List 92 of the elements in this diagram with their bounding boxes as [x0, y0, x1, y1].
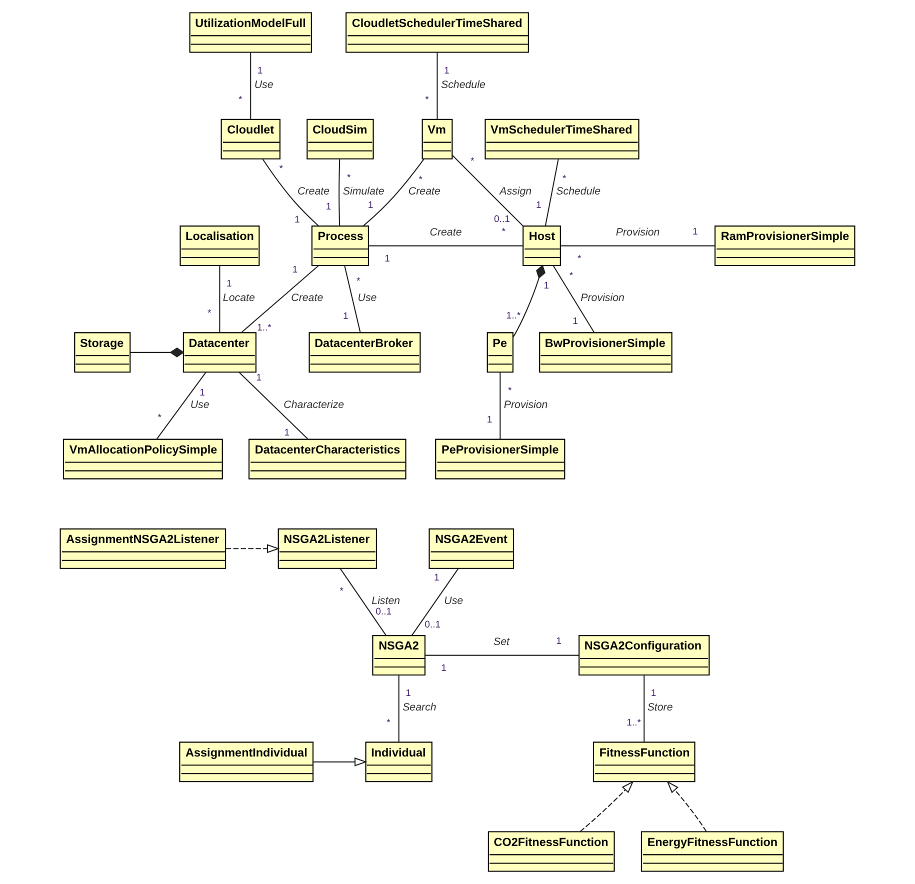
label: 1: [692, 226, 698, 238]
connector: [344, 265, 361, 333]
connector: [552, 265, 595, 333]
connector: [219, 266, 220, 332]
label: 1..*: [626, 717, 642, 728]
label: 1: [572, 316, 578, 327]
label: *: [386, 717, 390, 728]
label: 1: [292, 264, 298, 276]
label: 1: [544, 280, 550, 292]
label: 1: [406, 688, 411, 700]
connector: [644, 675, 645, 742]
label: *: [578, 254, 582, 265]
connector: [452, 154, 524, 226]
label: 1: [368, 200, 374, 212]
edge-label: Simulate: [342, 186, 384, 198]
connector: [250, 52, 252, 120]
label: *: [508, 385, 512, 396]
label: 1: [441, 663, 446, 674]
arrow: [666, 780, 707, 832]
label: 1: [650, 688, 656, 700]
label: 1: [536, 200, 542, 211]
label: 1..*: [257, 322, 272, 334]
label: 1: [444, 65, 450, 76]
edge-label: Schedule: [556, 186, 601, 198]
edge-label: Characterize: [284, 398, 344, 411]
label: *: [347, 172, 351, 184]
label: *: [158, 412, 162, 424]
edge-label: Schedule: [440, 78, 486, 91]
edge-label: Search: [402, 702, 436, 714]
arrow: [313, 757, 368, 766]
edge-label: Provision: [580, 292, 624, 304]
edge-label: Use: [254, 78, 274, 91]
label: *: [562, 174, 566, 185]
edge-label: Use: [358, 292, 377, 304]
label: *: [340, 586, 344, 598]
arrow: [226, 544, 280, 554]
label: 1: [434, 572, 440, 584]
connector: [262, 158, 319, 226]
edge-label: Use: [190, 398, 210, 411]
edge-label: Locate: [222, 292, 255, 304]
label: 1: [556, 636, 562, 648]
edge-label: Assign: [500, 186, 532, 198]
edge-label: Create: [298, 186, 330, 198]
edge-label: Create: [291, 292, 324, 304]
label: 1: [384, 254, 390, 265]
label: 1: [294, 214, 300, 226]
label: 0..1: [376, 606, 392, 618]
connector: [412, 568, 459, 636]
connector: [512, 264, 546, 338]
edge-label: Provision: [504, 398, 548, 411]
edge-label: Create: [408, 186, 440, 198]
label: *: [279, 163, 283, 174]
connector: [156, 372, 206, 440]
connector: [241, 265, 319, 333]
label: 1: [343, 310, 348, 322]
connector: [238, 372, 308, 440]
label: 1: [226, 278, 232, 290]
connector: [338, 159, 340, 226]
connector: [340, 568, 386, 636]
label: *: [502, 226, 506, 238]
connector: [544, 158, 559, 226]
connector: [560, 245, 715, 246]
connector: [398, 675, 400, 742]
label: *: [418, 174, 422, 186]
edge-label: Store: [647, 702, 673, 714]
connector: [130, 348, 184, 358]
label: *: [569, 270, 574, 282]
label: 1: [200, 388, 206, 399]
label: 0..1: [494, 214, 510, 225]
edge-label: Listen: [372, 595, 400, 608]
label: *: [208, 308, 212, 319]
edge-label: Provision: [616, 226, 660, 239]
label: *: [238, 94, 242, 106]
label: 1..*: [506, 310, 521, 322]
edge-label: Use: [444, 595, 464, 608]
label: 0..1: [424, 620, 441, 631]
connector: [368, 245, 524, 246]
label: 1: [486, 414, 492, 426]
label: *: [425, 94, 429, 106]
connector: [500, 372, 501, 440]
arrow: [580, 780, 634, 832]
label: *: [356, 276, 360, 287]
connector: [436, 52, 438, 120]
label: 1: [284, 428, 290, 439]
edge-label: Create: [430, 226, 462, 239]
label: 1: [326, 202, 332, 213]
label: *: [470, 156, 474, 167]
edge-label: Set: [493, 636, 510, 648]
connector: [425, 654, 579, 656]
connector: [363, 158, 424, 226]
label: 1: [256, 372, 262, 384]
label: 1: [257, 65, 263, 76]
